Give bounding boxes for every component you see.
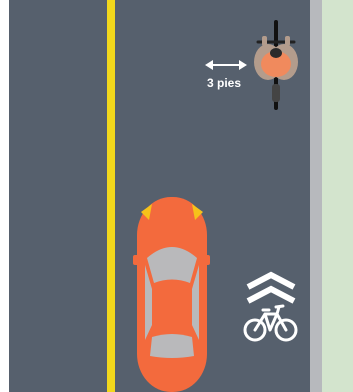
curb xyxy=(310,0,322,392)
left-edge xyxy=(0,0,9,392)
sidewalk xyxy=(322,0,353,392)
distance-label: 3 pies xyxy=(207,76,241,90)
center-line xyxy=(107,0,115,392)
car-icon xyxy=(133,197,210,392)
